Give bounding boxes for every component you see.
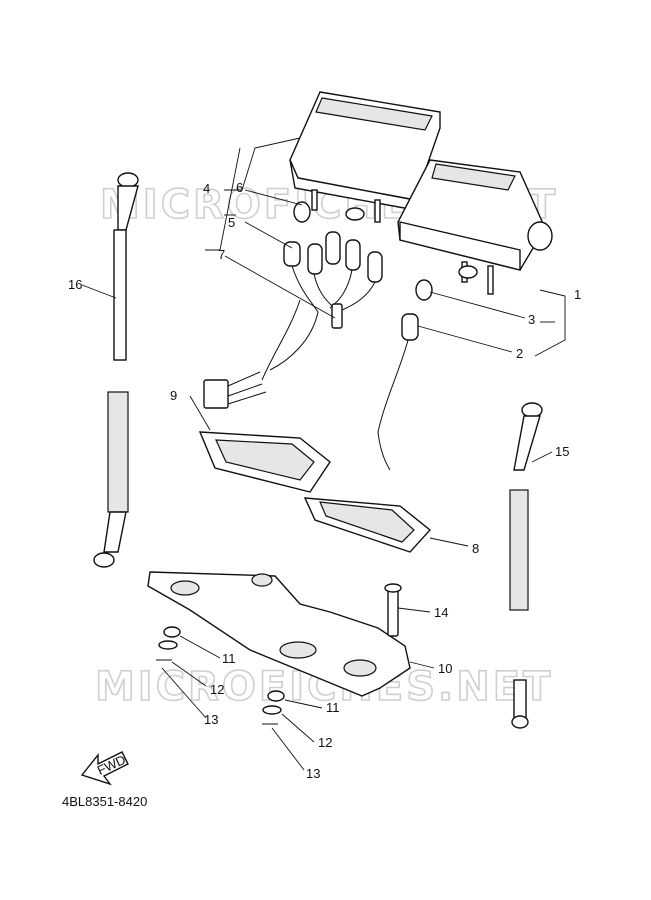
- callout-11: 11: [222, 651, 236, 666]
- meter-assembly: [289, 91, 553, 295]
- gaskets: [198, 431, 432, 553]
- callout-7: 7: [218, 247, 225, 262]
- callout-16: 16: [68, 277, 82, 292]
- callout-13: 13: [204, 712, 218, 727]
- cable-left: [93, 172, 139, 568]
- callout-11b: 11: [326, 700, 340, 715]
- callout-5: 5: [228, 215, 235, 230]
- callout-4: 4: [203, 181, 210, 196]
- callout-12: 12: [210, 682, 224, 697]
- callout-9: 9: [170, 388, 177, 403]
- fasteners: [156, 626, 285, 725]
- fwd-label: FWD: [95, 752, 128, 778]
- callout-1: 1: [574, 287, 581, 302]
- fwd-arrow: FWD: [80, 751, 129, 786]
- bulb-sockets: [203, 201, 433, 471]
- callout-3: 3: [528, 312, 535, 327]
- callouts: 1 2 3 4 5 6 7 8 9 10 11 12 13 14 15 16 1…: [68, 180, 581, 781]
- callout-13b: 13: [306, 766, 320, 781]
- callout-12b: 12: [318, 735, 332, 750]
- diagram-code: 4BL8351-8420: [62, 794, 147, 809]
- cable-right: [509, 402, 543, 729]
- callout-10: 10: [438, 661, 452, 676]
- callout-2: 2: [516, 346, 523, 361]
- callout-15: 15: [555, 444, 569, 459]
- callout-8: 8: [472, 541, 479, 556]
- callout-14: 14: [434, 605, 448, 620]
- leader-lines: [81, 137, 566, 771]
- meter-bracket: [147, 571, 411, 697]
- callout-6: 6: [236, 180, 243, 195]
